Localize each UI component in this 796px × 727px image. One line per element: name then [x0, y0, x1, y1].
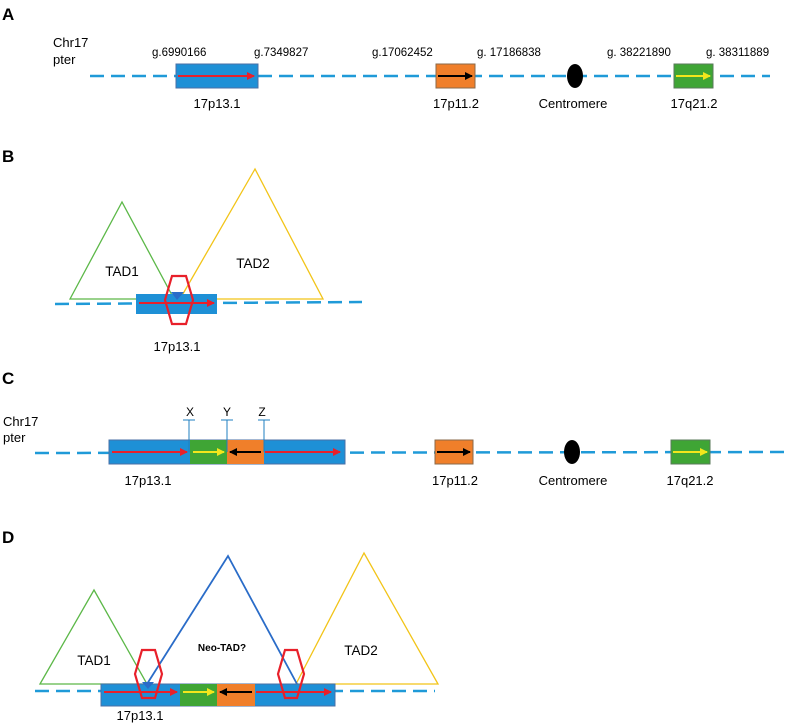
marker-z-label: Z — [258, 405, 265, 419]
coord-start-17q21-2: g. 38221890 — [607, 47, 671, 59]
inserted-17p11-2-segment — [217, 684, 255, 706]
chrom-label-line2: pter — [53, 52, 76, 67]
coord-end-17q21-2: g. 38311889 — [706, 47, 769, 59]
ctcf-hexagon-right-icon — [276, 648, 306, 700]
coord-start-17p11-2: g.17062452 — [372, 47, 433, 59]
chrom-label-line1: Chr17 — [3, 414, 38, 429]
tad1-triangle — [38, 588, 149, 685]
tad2-label: TAD2 — [344, 643, 378, 658]
region-label-centromere: Centromere — [539, 473, 608, 488]
panel-letter-a: A — [2, 5, 14, 24]
marker-y-label: Y — [223, 405, 231, 419]
coord-start-17p13-1: g.6990166 — [152, 47, 206, 59]
coord-end-17p13-1: g.7349827 — [254, 47, 308, 59]
panel-a: A Chr17 pter g.6990166 g.7349827 g.17062… — [2, 5, 770, 111]
panel-c: C Chr17 pter X Y Z 17p13.1 17p11.2 Centr… — [2, 369, 791, 488]
region-label-17q21-2: 17q21.2 — [667, 473, 714, 488]
inserted-17q21-2-segment — [180, 684, 217, 706]
tad2-label: TAD2 — [236, 256, 270, 271]
coord-end-17p11-2: g. 17186838 — [477, 47, 541, 59]
panel-letter-c: C — [2, 369, 14, 388]
tad2-triangle — [178, 167, 325, 300]
panel-d: D TAD1 Neo-TAD? TAD2 17p13.1 — [2, 528, 440, 723]
region-label-17p13-1: 17p13.1 — [154, 339, 201, 354]
centromere-icon — [567, 64, 583, 88]
neo-tad-triangle — [146, 554, 298, 685]
tad2-triangle — [294, 551, 440, 685]
tad1-label: TAD1 — [77, 653, 111, 668]
region-label-17p13-1: 17p13.1 — [194, 96, 241, 111]
panel-b: B TAD1 TAD2 17p13.1 — [2, 147, 363, 354]
marker-x-label: X — [186, 405, 194, 419]
region-label-17p11-2: 17p11.2 — [433, 96, 479, 111]
panel-letter-b: B — [2, 147, 14, 166]
region-label-17p13-1: 17p13.1 — [117, 708, 164, 723]
centromere-icon — [564, 440, 580, 464]
chrom-label-line2: pter — [3, 430, 26, 445]
region-label-17p13-1: 17p13.1 — [125, 473, 172, 488]
panel-letter-d: D — [2, 528, 14, 547]
tad1-label: TAD1 — [105, 264, 139, 279]
boundary-marker — [142, 682, 154, 689]
region-label-17q21-2: 17q21.2 — [671, 96, 718, 111]
tad1-triangle — [68, 200, 176, 300]
region-label-centromere: Centromere — [539, 96, 608, 111]
ctcf-hexagon-icon — [163, 274, 195, 326]
chrom-label-line1: Chr17 — [53, 35, 88, 50]
boundary-marker — [171, 292, 184, 300]
region-label-17p11-2: 17p11.2 — [432, 473, 478, 488]
neo-tad-label: Neo-TAD? — [198, 643, 246, 654]
ctcf-hexagon-left-icon — [133, 648, 164, 700]
